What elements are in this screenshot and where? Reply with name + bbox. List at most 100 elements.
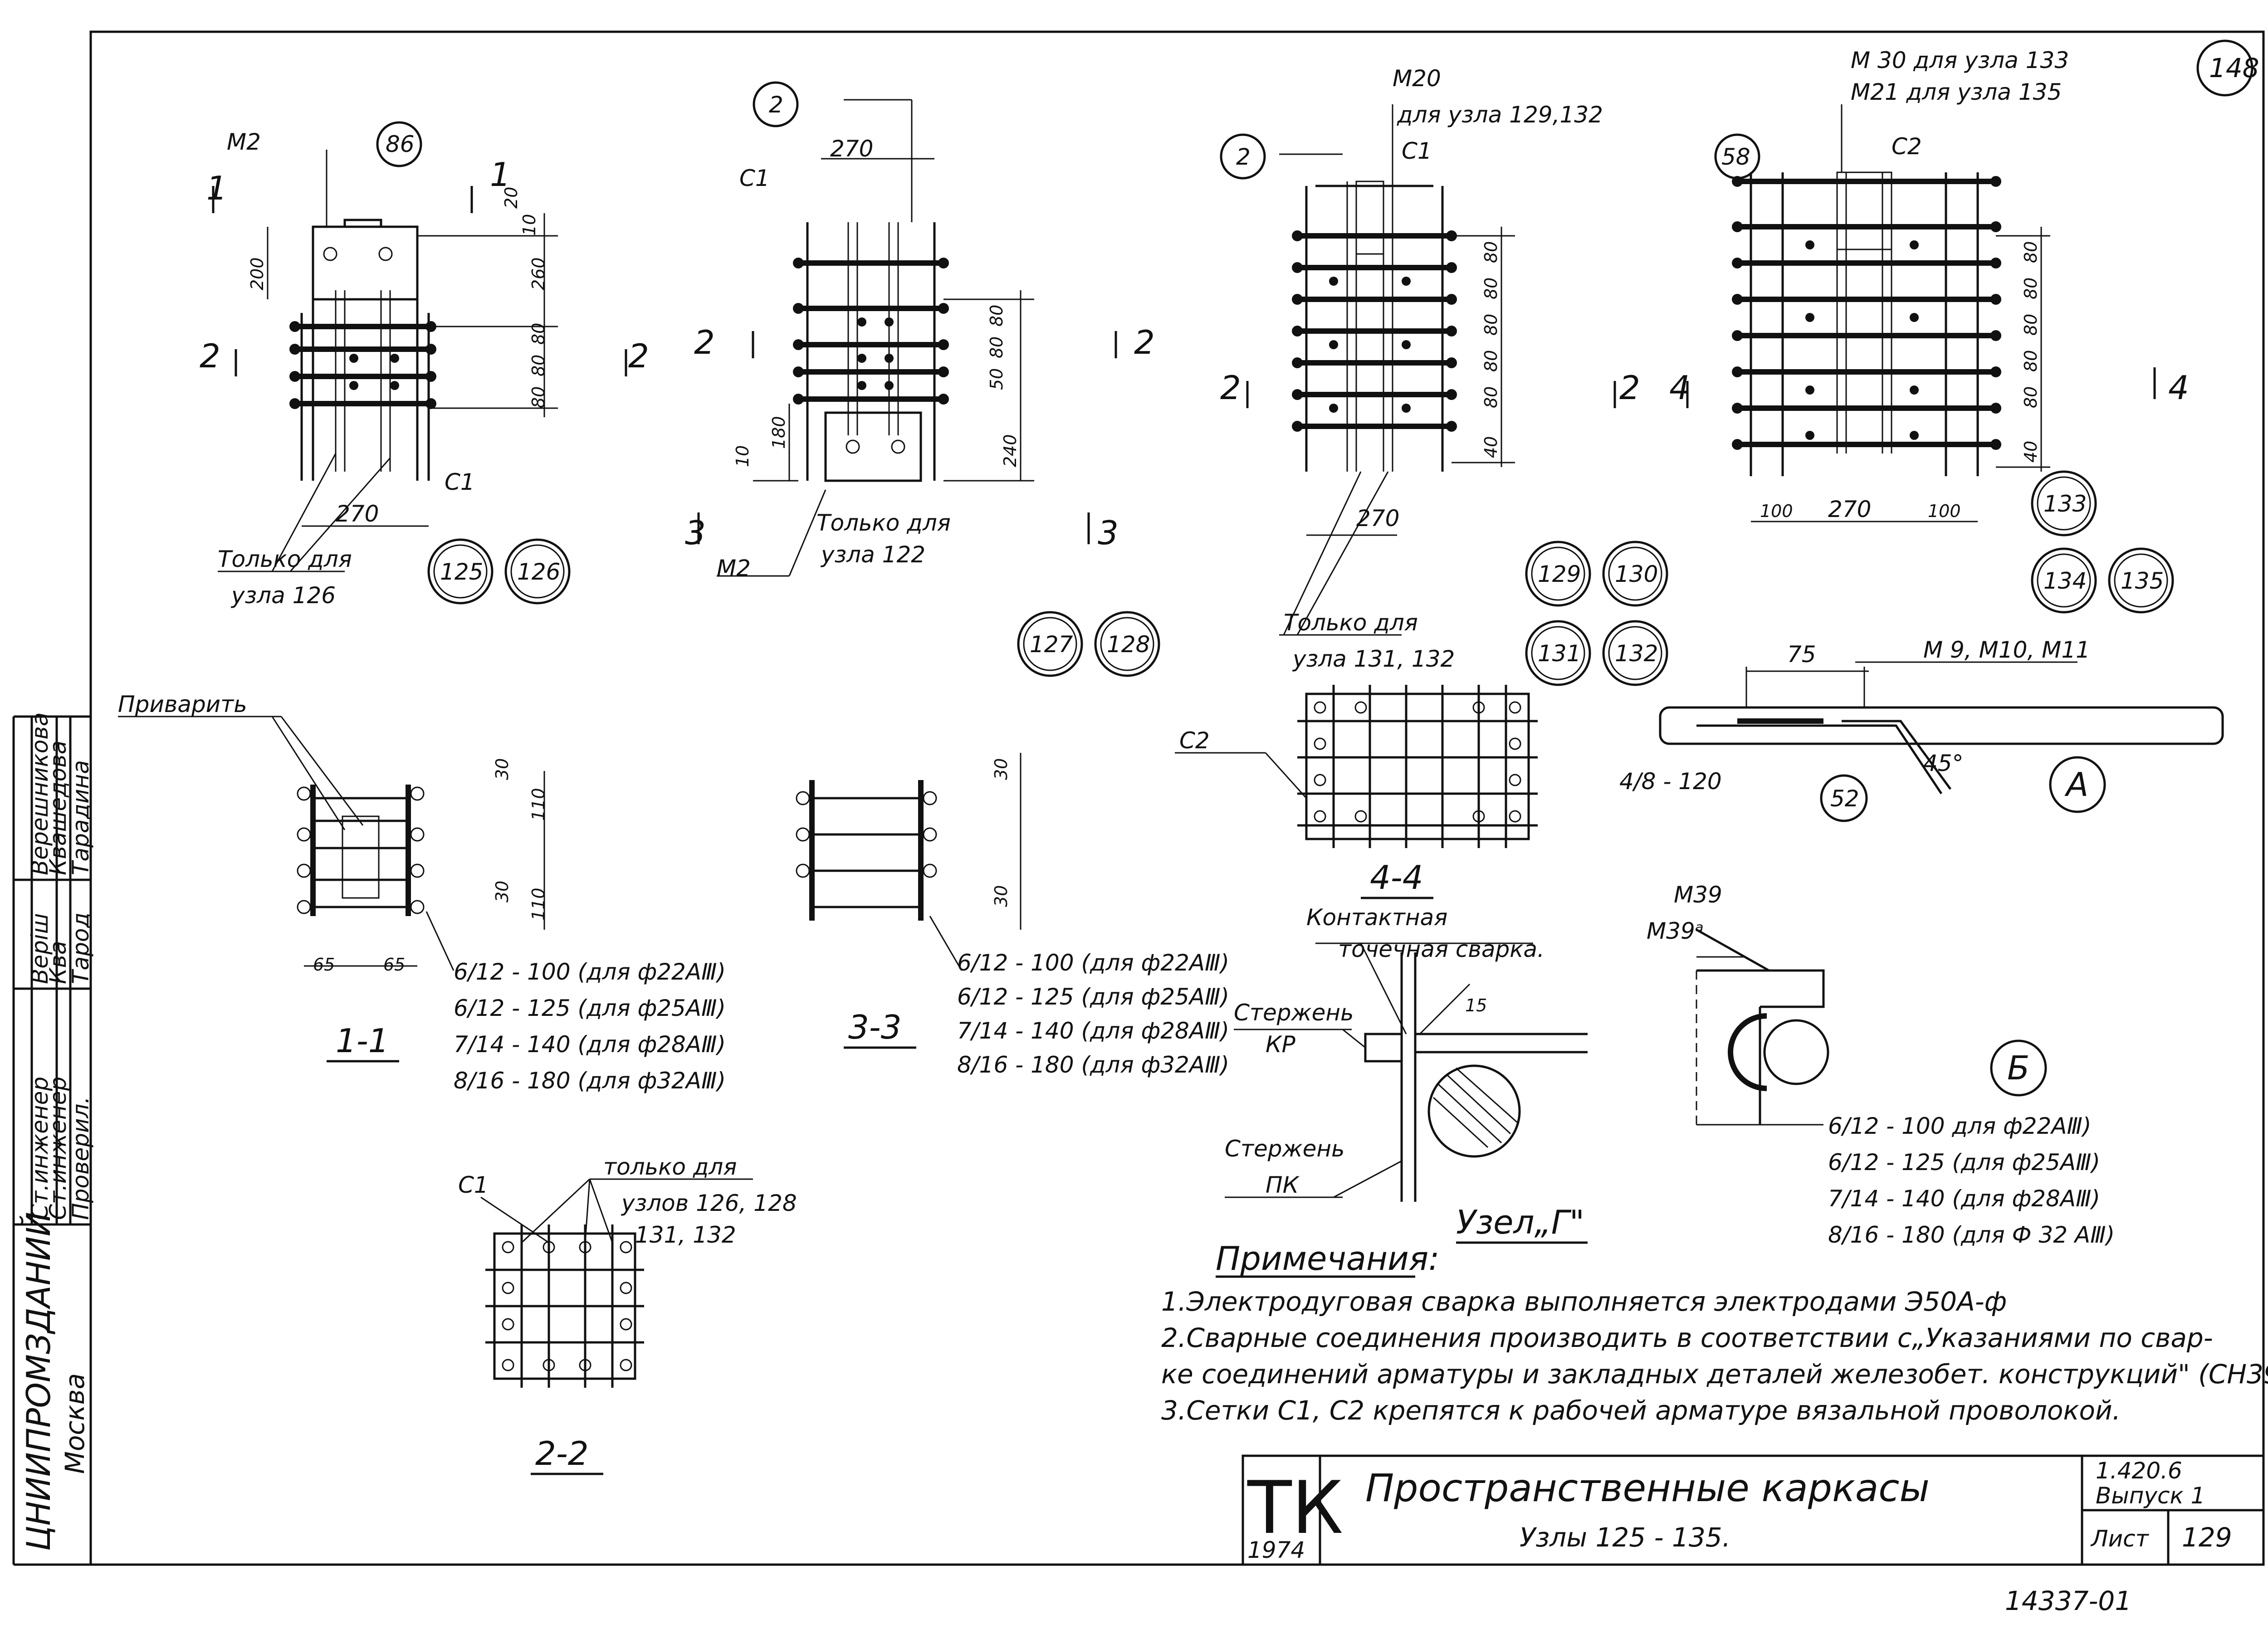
node-129: 129 [1538,561,1581,587]
dim-65a: 65 [313,955,335,975]
sheet-frame [89,30,2265,1566]
detail-a-circle [2049,756,2106,813]
sig-role-3: Проверил. [68,1097,94,1220]
rod-kr-a: Стержень [1234,1000,1354,1026]
weld-label: Приварить [118,691,247,717]
dim-80g: 80 [1481,278,1501,299]
dim-80b: 80 [528,355,548,376]
only-nodes-c: 131, 132 [635,1222,736,1248]
dim-30a: 30 [492,758,512,780]
rod-pk-b: ПК [1266,1172,1300,1198]
c1-label-d: С1 [458,1172,489,1198]
notes: Примечания: 1.Электродуговая сварка выпо… [1161,1239,2268,1426]
c2-label-a: С2 [1892,133,1922,160]
rod-pk-a: Стержень [1225,1136,1345,1162]
contact-a: Контактная [1306,904,1447,931]
sec1-left: 1 [206,169,227,207]
stamp-number: 14337-01 [2005,1585,2131,1616]
dim-80d: 80 [987,305,1007,327]
dim-80j: 80 [1481,386,1501,408]
m2-label-b: М2 [717,555,751,581]
dim-270-b: 270 [830,136,873,162]
only126-a: Только для [218,546,352,572]
dim-40a: 40 [1481,436,1501,458]
section-3-3: 30 30 3-3 6/12 - 100 (для ф22АⅢ) 6/12 - … [796,753,1229,1078]
sec3-left: 3 [685,514,706,552]
notes-heading: Примечания: [1216,1239,1439,1278]
mark2-circle-a [753,81,799,127]
note-4: 3.Сетки С1, С2 крепятся к рабочей армату… [1161,1395,2121,1426]
frame-node-133-135: 58 М 30 для узла 133 М21 для узла 135 С2… [1669,47,2189,522]
dim-260: 260 [528,257,548,290]
node-86-circle [376,121,422,167]
sig-name-1: Верешникова [27,712,53,875]
sec2-right-a: 2 [628,337,649,375]
node-g-title: Узел„Г" [1456,1203,1584,1241]
dim-80a: 80 [528,323,548,345]
org-name: ЦНИИПРОМЗДАНИЙ [20,1212,58,1551]
frame-node-127-128: 2 270 С1 2 2 80 80 50 240 180 10 3 3 М2 … [685,81,1155,581]
dim-110a: 110 [528,788,548,821]
note-1: 1.Электродуговая сварка выполняется элек… [1161,1286,2007,1317]
weld-mid-4: 8/16 - 180 (для ф32АⅢ) [957,1052,1229,1078]
node-circles-129-132: 129 130 131 132 [1525,541,1668,686]
section-2-2-title: 2-2 [535,1434,589,1473]
tk-mark: ТК [1247,1465,1343,1550]
dim-100a: 100 [1760,501,1793,521]
only-nodes-a: только для [603,1154,737,1180]
node-58-circle [1714,133,1760,180]
dim-80c: 80 [528,386,548,408]
dim-200: 200 [247,257,267,290]
section-2-2: С1 только для узлов 126, 128 131, 132 2-… [458,1154,797,1475]
dim-80f: 80 [1481,241,1501,263]
contact-b: точечная сварка. [1338,936,1545,962]
node-133: 133 [2043,491,2087,517]
dim-270-a: 270 [336,501,379,527]
node-127: 127 [1030,631,1073,658]
c1-label-c: С1 [1402,138,1432,164]
node-130: 130 [1615,561,1658,587]
only122-b: узла 122 [820,541,925,568]
mark2-a: 2 [769,92,783,118]
frame-node-125-126: 1 1 2 2 М2 86 200 10 20 260 80 80 80 С1 … [200,121,649,609]
only131-a: Только для [1284,610,1418,636]
node-86: 86 [386,131,415,157]
dim-65b: 65 [383,955,405,975]
sec2-left-b: 2 [694,323,715,361]
sig-role-2: Ст.инженер [45,1077,71,1220]
weld-mid-2: 6/12 - 125 (для ф25АⅢ) [957,984,1229,1010]
n52-circle [1820,774,1868,822]
weld-right-4: 8/16 - 180 (для Ф 32 АⅢ) [1828,1222,2115,1248]
title-main: Пространственные каркасы [1365,1466,1930,1510]
sig-sign-3: Тарод [68,912,94,984]
dim-100b: 100 [1928,501,1961,521]
issue: Выпуск 1 [2096,1483,2205,1509]
node-132: 132 [1615,640,1658,667]
weld-right-1: 6/12 - 100 для ф22АⅢ) [1828,1113,2092,1139]
sec2-left-c: 2 [1220,369,1241,407]
only122-a: Только для [816,510,951,536]
dim-110b: 110 [528,888,548,921]
node-131: 131 [1538,640,1581,667]
sec2-right-c: 2 [1619,369,1640,407]
detail-b-label: Б [2007,1049,2029,1087]
weld-left-4: 8/16 - 180 (для ф32АⅢ) [454,1068,726,1094]
title-block: ТК 1974 Пространственные каркасы Узлы 12… [1242,1454,2265,1566]
m39-label: М39 [1674,882,1722,908]
detail-a: 75 М 9, М10, М11 4/8 - 120 45° 52 А [1619,637,2224,822]
node-circles-125-126: 125 126 [427,538,571,605]
sec2-right-b: 2 [1134,323,1155,361]
sheet-number: 148 [2209,53,2259,83]
only-nodes-b: узлов 126, 128 [621,1190,797,1216]
dim-40b: 40 [2021,441,2041,463]
m21-label: М21 для узла 135 [1851,79,2062,105]
sec3-right: 3 [1098,514,1119,552]
dim-180: 180 [769,416,789,449]
node-128: 128 [1107,631,1150,658]
dim-30d: 30 [991,885,1011,907]
dim-80e: 80 [987,337,1007,358]
weld-right-2: 6/12 - 125 (для ф25АⅢ) [1828,1149,2100,1176]
dim-80l: 80 [2021,278,2041,299]
detail-a-label: А [2064,766,2088,804]
